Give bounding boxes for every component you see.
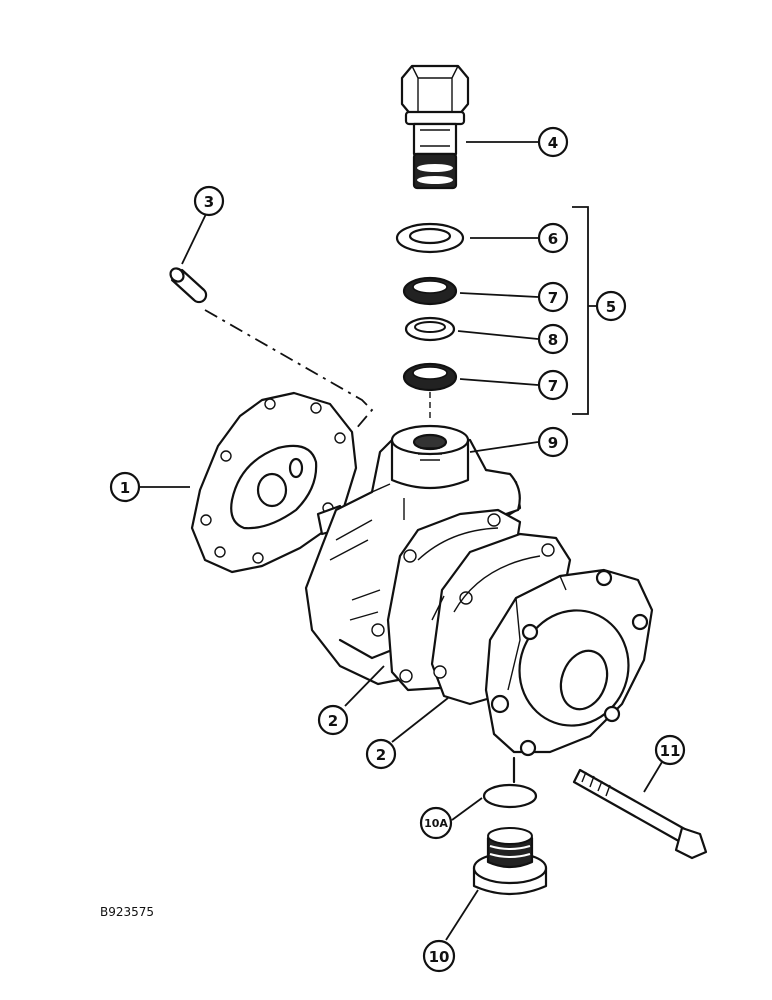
svg-text:6: 6	[548, 230, 558, 248]
callout-11: 11	[654, 734, 686, 766]
leader-7a	[459, 292, 539, 298]
svg-text:7: 7	[548, 289, 558, 307]
callout-2-left: 2	[317, 704, 349, 736]
svg-text:8: 8	[548, 331, 558, 349]
svg-text:2: 2	[328, 712, 338, 730]
part-seal-upper	[402, 276, 458, 306]
svg-text:9: 9	[548, 434, 558, 452]
leader-2b	[391, 697, 449, 743]
part-seal-lower	[402, 362, 458, 392]
callout-8: 8	[537, 323, 569, 355]
svg-text:10: 10	[429, 948, 450, 966]
part-pump-body	[304, 424, 522, 686]
leader-10a	[451, 797, 483, 821]
callout-5: 5	[595, 290, 627, 322]
callout-2-right: 2	[365, 738, 397, 770]
callout-6: 6	[537, 222, 569, 254]
part-o-ring	[404, 316, 456, 342]
part-valve-cartridge	[400, 64, 470, 190]
part-bolt	[572, 768, 708, 860]
svg-text:10A: 10A	[424, 817, 448, 830]
part-plug-o-ring	[482, 783, 538, 809]
part-washer	[395, 222, 465, 254]
leader-8	[457, 330, 539, 340]
leader-10	[445, 889, 479, 941]
callout-7-lower: 7	[537, 369, 569, 401]
callout-10: 10	[422, 939, 456, 973]
part-rear-cover	[484, 568, 654, 757]
svg-text:2: 2	[376, 746, 386, 764]
leader-9	[469, 441, 539, 453]
leader-2a	[344, 665, 385, 707]
part-drain-plug	[472, 827, 548, 896]
svg-text:5: 5	[606, 298, 616, 316]
callout-10a: 10A	[419, 806, 453, 840]
callout-9: 9	[537, 426, 569, 458]
leader-3	[181, 213, 207, 265]
svg-text:11: 11	[660, 742, 681, 760]
bracket-5	[572, 206, 598, 415]
callout-1: 1	[109, 471, 141, 503]
svg-text:7: 7	[548, 377, 558, 395]
callout-3: 3	[193, 185, 225, 217]
part-gasket	[190, 391, 358, 574]
svg-text:1: 1	[120, 479, 130, 497]
svg-text:3: 3	[204, 193, 214, 211]
callout-4: 4	[537, 126, 569, 158]
callout-7-upper: 7	[537, 281, 569, 313]
svg-text:4: 4	[548, 134, 558, 152]
leader-11	[643, 761, 663, 793]
part-dowel-pin	[169, 267, 208, 304]
figure-id: B923575	[100, 905, 154, 919]
leader-7b	[459, 378, 539, 386]
